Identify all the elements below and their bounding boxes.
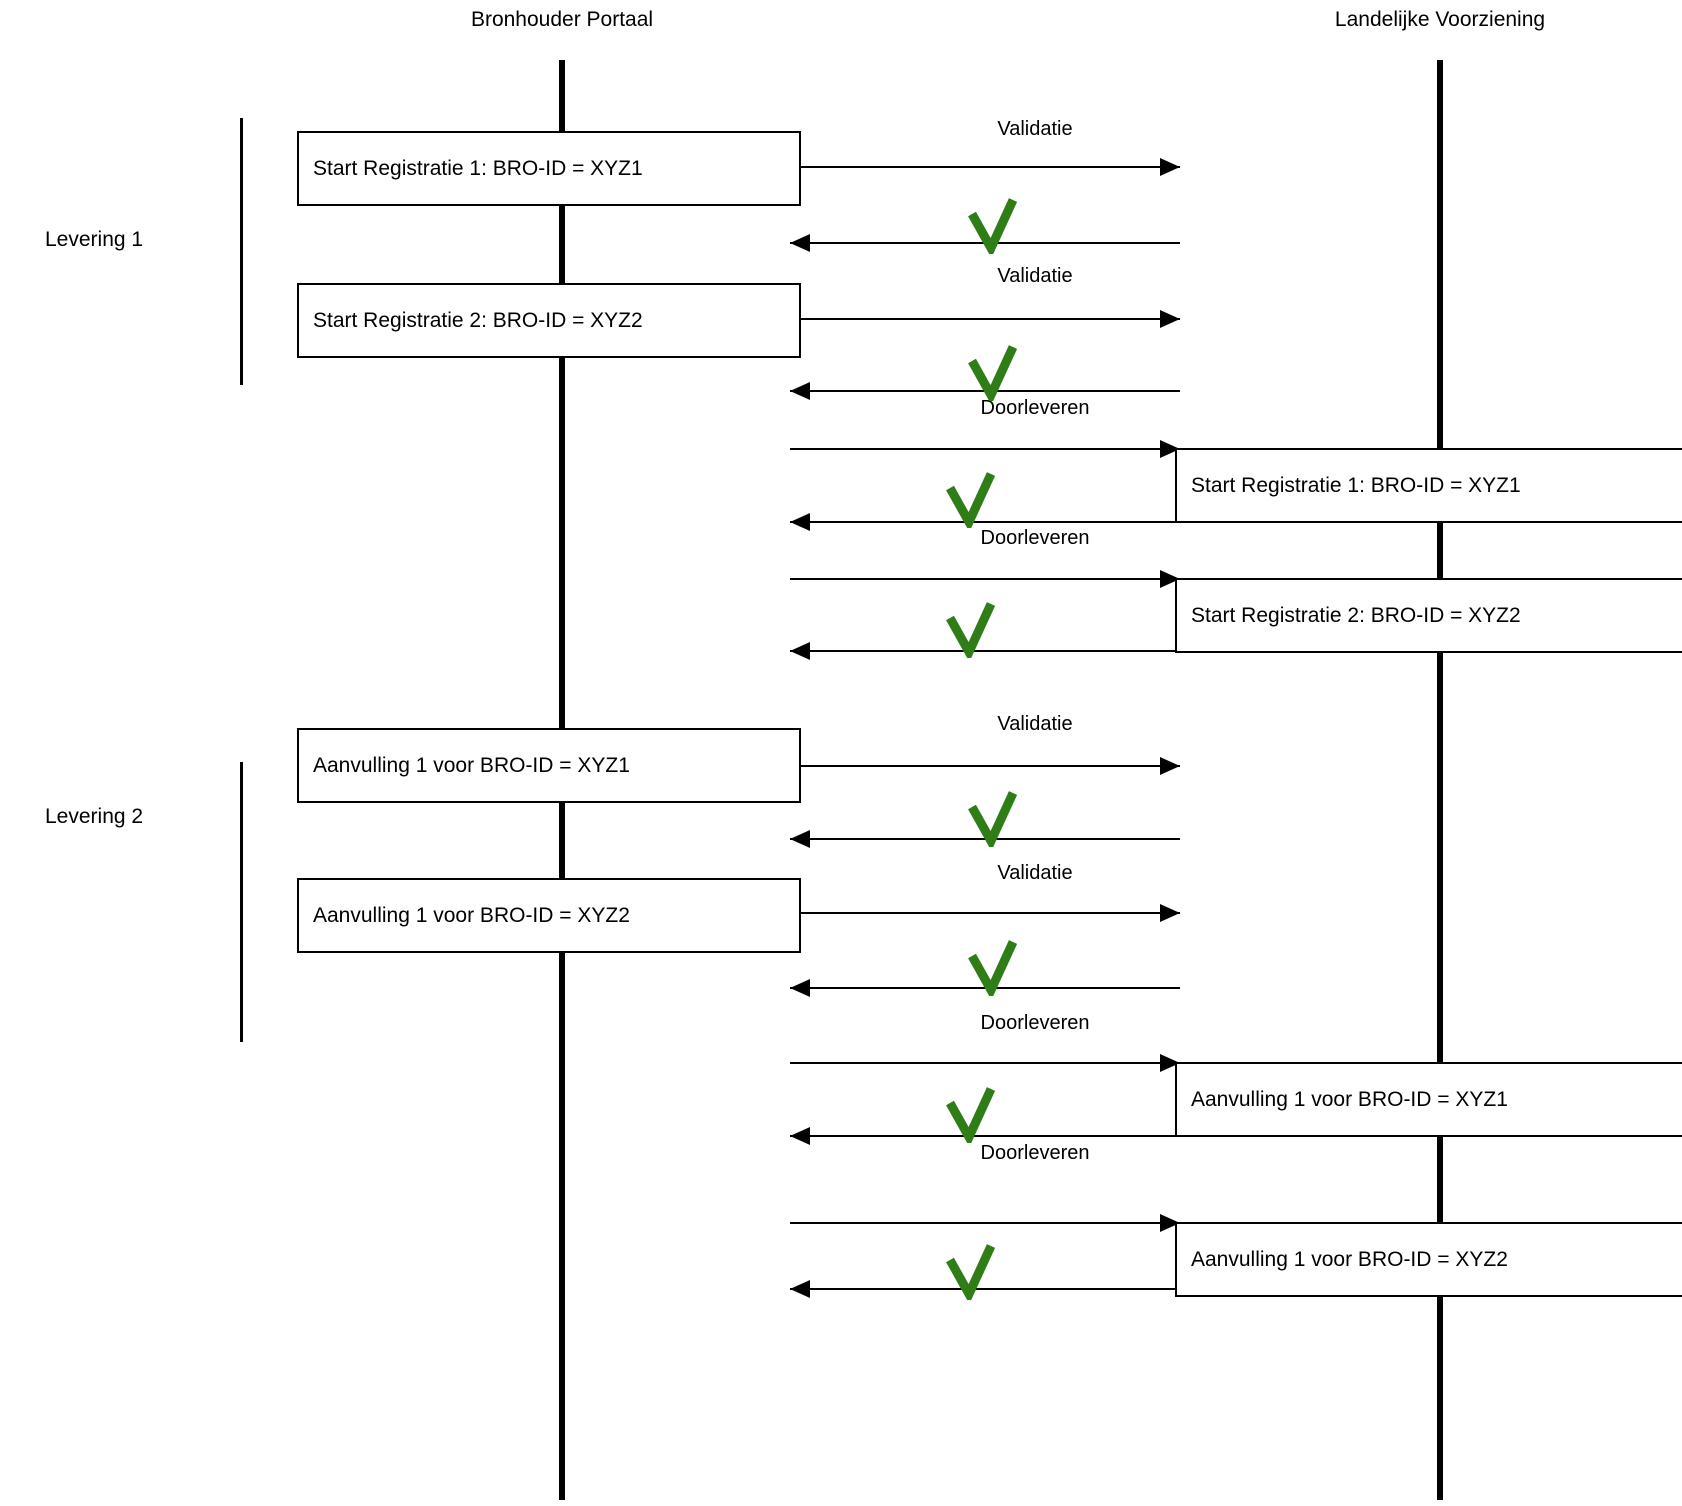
message-label-15: Doorleveren <box>980 1142 1090 1164</box>
group-bracket-1 <box>240 118 243 385</box>
arrow-head-right-icon <box>1160 158 1180 176</box>
message-line-8 <box>790 650 1180 652</box>
doorleveren-ok-4-check-icon <box>945 1242 997 1304</box>
landelijke-message-box-2[interactable]: Start Registratie 2: BRO-ID = XYZ2 <box>1175 578 1682 653</box>
message-label-9: Validatie <box>997 713 1073 735</box>
validatie-ok-3-check-icon <box>967 789 1019 851</box>
message-line-7 <box>790 578 1180 580</box>
message-line-9 <box>790 765 1180 767</box>
arrow-head-right-icon <box>1160 757 1180 775</box>
bronhouder-message-box-1[interactable]: Start Registratie 1: BRO-ID = XYZ1 <box>297 131 801 206</box>
arrow-head-right-icon <box>1160 904 1180 922</box>
arrow-head-left-icon <box>790 1127 810 1145</box>
message-line-3 <box>790 318 1180 320</box>
message-label-5: Doorleveren <box>980 397 1090 419</box>
message-label-11: Validatie <box>997 862 1073 884</box>
message-line-16 <box>790 1288 1180 1290</box>
arrow-head-left-icon <box>790 1280 810 1298</box>
lifeline-title-landelijke-voorziening: Landelijke Voorziening <box>1334 8 1546 31</box>
arrow-head-left-icon <box>790 642 810 660</box>
validatie-ok-1-check-icon <box>967 196 1019 258</box>
doorleveren-ok-1-check-icon <box>945 470 997 532</box>
arrow-head-right-icon <box>1160 310 1180 328</box>
arrow-head-left-icon <box>790 513 810 531</box>
message-line-6 <box>790 521 1180 523</box>
group-label-1: Levering 1 <box>45 228 144 251</box>
group-label-2: Levering 2 <box>45 805 144 828</box>
message-line-5 <box>790 448 1180 450</box>
message-label-7: Doorleveren <box>980 527 1090 549</box>
doorleveren-ok-2-check-icon <box>945 600 997 662</box>
message-label-3: Validatie <box>997 265 1073 287</box>
message-line-13 <box>790 1062 1180 1064</box>
lifeline-title-bronhouder-portaal: Bronhouder Portaal <box>470 8 654 31</box>
arrow-head-left-icon <box>790 382 810 400</box>
arrow-head-left-icon <box>790 830 810 848</box>
message-label-1: Validatie <box>997 118 1073 140</box>
doorleveren-ok-3-check-icon <box>945 1085 997 1147</box>
arrow-head-left-icon <box>790 234 810 252</box>
lifeline-landelijke-voorziening <box>1437 60 1443 1500</box>
landelijke-message-box-3[interactable]: Aanvulling 1 voor BRO-ID = XYZ1 <box>1175 1062 1682 1137</box>
message-line-14 <box>790 1135 1180 1137</box>
bronhouder-message-box-2[interactable]: Start Registratie 2: BRO-ID = XYZ2 <box>297 283 801 358</box>
landelijke-message-box-4[interactable]: Aanvulling 1 voor BRO-ID = XYZ2 <box>1175 1222 1682 1297</box>
validatie-ok-4-check-icon <box>967 938 1019 1000</box>
bronhouder-message-box-3[interactable]: Aanvulling 1 voor BRO-ID = XYZ1 <box>297 728 801 803</box>
landelijke-message-box-1[interactable]: Start Registratie 1: BRO-ID = XYZ1 <box>1175 448 1682 523</box>
message-line-1 <box>790 166 1180 168</box>
bronhouder-message-box-4[interactable]: Aanvulling 1 voor BRO-ID = XYZ2 <box>297 878 801 953</box>
message-line-11 <box>790 912 1180 914</box>
arrow-head-left-icon <box>790 979 810 997</box>
message-label-13: Doorleveren <box>980 1012 1090 1034</box>
message-line-15 <box>790 1222 1180 1224</box>
group-bracket-2 <box>240 762 243 1042</box>
validatie-ok-2-check-icon <box>967 343 1019 405</box>
